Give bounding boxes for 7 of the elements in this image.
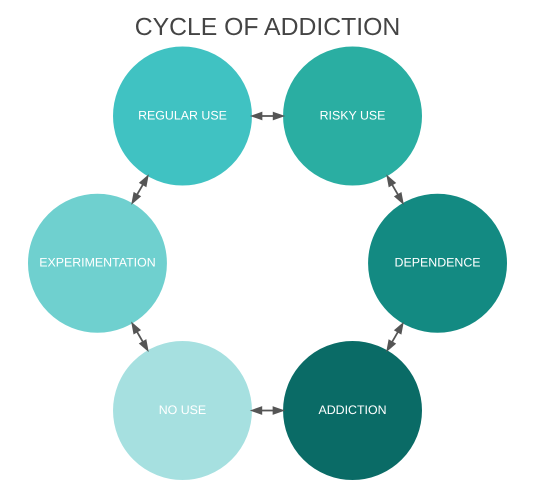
arrow — [130, 174, 148, 205]
arrow — [386, 322, 404, 352]
arrow — [249, 112, 285, 120]
arrow — [130, 322, 148, 352]
arrow — [249, 406, 285, 415]
diagram-title: CYCLE OF ADDICTION — [134, 14, 400, 41]
arrow — [386, 174, 404, 205]
